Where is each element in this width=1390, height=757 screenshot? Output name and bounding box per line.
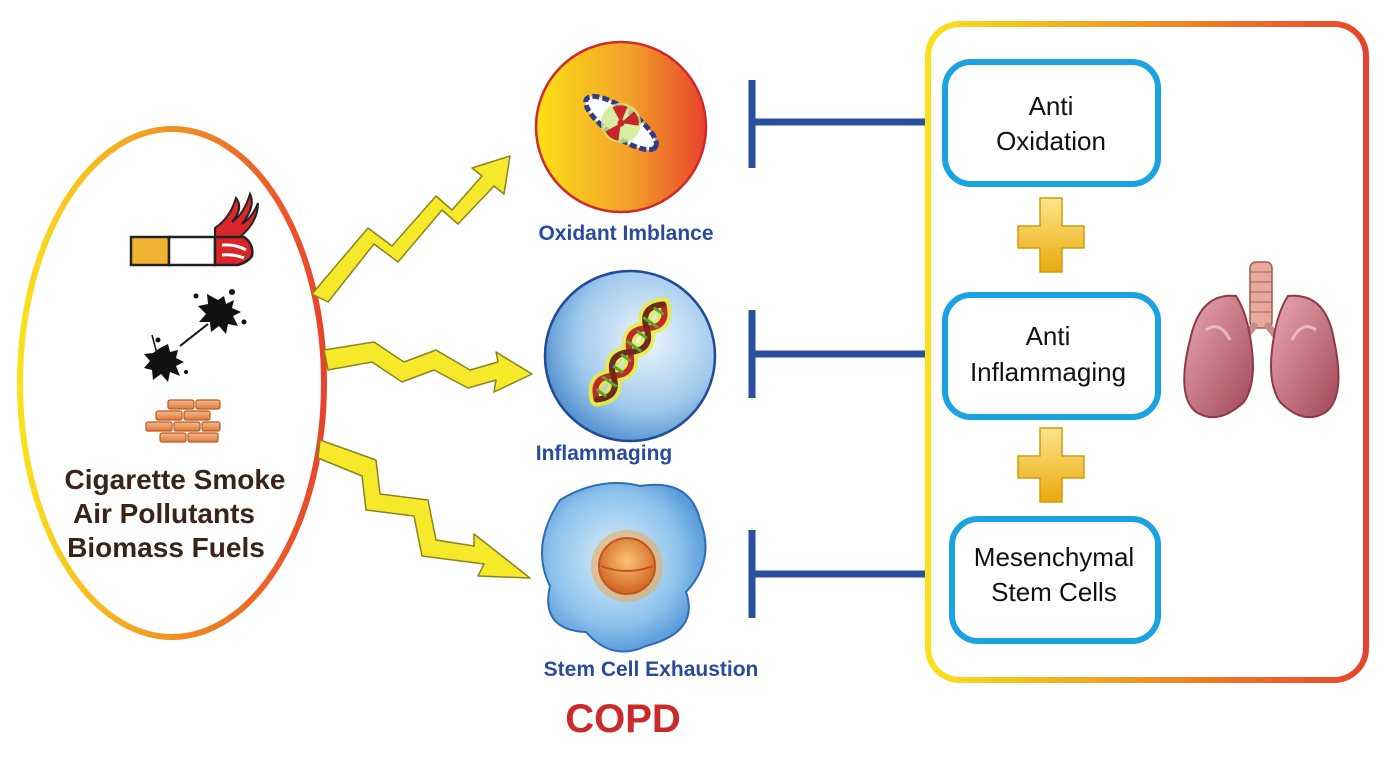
therapy-1-line-1: Anti	[1029, 91, 1074, 121]
risk-factor-biomass-label: Biomass Fuels	[67, 532, 265, 563]
inhibit-stem-cell	[748, 530, 926, 618]
risk-factors-group: Cigarette Smoke Air Pollutants Biomass F…	[17, 126, 327, 640]
bolt-arrow-oxidant	[311, 155, 511, 303]
risk-factor-pollutants-label: Air Pollutants	[73, 498, 255, 529]
therapy-panel: Anti Oxidation Anti Inflammaging Mesench…	[925, 21, 1369, 683]
cigarette-icon	[129, 191, 259, 267]
therapy-2-line-2: Inflammaging	[970, 357, 1126, 387]
dna-icon	[588, 297, 672, 407]
inhibition-lines	[748, 80, 926, 618]
pollution-splatter-icon	[144, 289, 247, 382]
bolt-arrow-stem-cell	[317, 439, 531, 579]
lungs-icon	[1183, 261, 1340, 419]
therapy-3-line-2: Stem Cells	[991, 577, 1117, 607]
therapy-box-mesenchymal-stem-cells: Mesenchymal Stem Cells	[949, 516, 1161, 644]
oxidant-label: Oxidant Imblance	[538, 222, 713, 245]
plus-icon	[1017, 427, 1085, 503]
mechanism-stem-cell: Stem Cell Exhaustion	[541, 482, 759, 681]
radiation-icon	[583, 93, 659, 153]
biomass-bricks-icon	[145, 399, 221, 443]
plus-icon	[1017, 197, 1085, 273]
risk-factor-cigarette-label: Cigarette Smoke	[65, 464, 286, 495]
stem-cell-icon	[591, 530, 663, 602]
therapy-3-line-1: Mesenchymal	[974, 542, 1134, 572]
therapy-1-line-2: Oxidation	[996, 126, 1106, 156]
stem-cell-label: Stem Cell Exhaustion	[544, 658, 759, 681]
mechanism-inflammaging: Inflammaging	[536, 269, 717, 465]
bolt-arrows	[311, 155, 533, 579]
therapy-box-anti-oxidation: Anti Oxidation	[942, 59, 1161, 187]
disease-title: COPD	[565, 697, 681, 741]
mechanism-oxidant: Oxidant Imblance	[534, 40, 714, 245]
therapy-2-line-1: Anti	[1026, 321, 1071, 351]
inflammaging-label: Inflammaging	[536, 442, 673, 465]
inhibit-oxidation	[748, 80, 926, 168]
inhibit-inflammaging	[748, 310, 926, 398]
bolt-arrow-inflammaging	[323, 341, 533, 393]
therapy-box-anti-inflammaging: Anti Inflammaging	[942, 292, 1161, 420]
